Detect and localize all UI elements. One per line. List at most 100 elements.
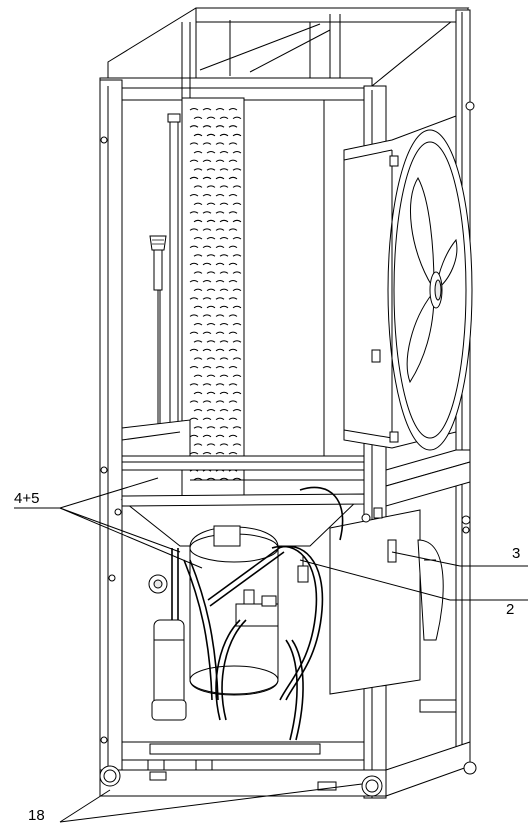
fin-slot [193,357,203,360]
callout-2: 2 [506,601,514,618]
fin-slot [215,297,225,300]
fin-slot [193,477,203,481]
fin-slot [232,477,242,481]
fin-slot [189,280,199,283]
fin-slot [206,357,216,360]
fin-slot [215,125,225,128]
fin-slot [206,168,216,171]
fin-slot [219,323,229,326]
fin-slot [232,219,242,223]
compressor-deck [120,461,471,547]
fin-slot [202,211,212,214]
fin-slot [189,262,199,266]
fin-slot [189,228,199,231]
callout-leaders [14,477,528,823]
fin-slot [219,305,229,309]
fin-slot [232,340,242,343]
fin-slot [206,116,216,120]
fin-slot [202,400,212,403]
foot-right [361,775,383,797]
fin-slot [219,477,229,481]
fin-slot [219,288,229,292]
fin-slot [206,374,216,378]
fin-slot [193,391,203,395]
fin-slot [228,297,238,300]
fin-slot [193,237,203,240]
fin-slot [232,357,242,360]
fin-slot [206,271,216,274]
fin-slot [219,443,229,446]
top-frame [99,7,470,101]
fin-slot [215,159,225,163]
fin-slot [202,417,212,421]
fin-slot [193,323,203,326]
fin-slot [193,202,203,206]
fin-slot [232,151,242,154]
fin-slot [202,452,212,455]
fin-slot [193,443,203,446]
fin-slot [215,280,225,283]
fin-slot [219,237,229,240]
middle-frame [121,419,471,487]
fin-slot [215,452,225,455]
fin-slot [189,452,199,455]
front-left-post [99,79,123,797]
electrical-box [329,509,421,695]
fin-slot [232,133,242,137]
fin-slot [219,254,229,257]
callout-18: 18 [28,807,45,824]
fin-slot [206,133,216,137]
fin-slot [219,374,229,378]
fin-slot [232,237,242,240]
fin-slot [202,434,212,438]
fin-slot [232,323,242,326]
fin-slot [193,168,203,171]
fin-slot [202,245,212,249]
fin-slot [215,228,225,231]
fin-slot [193,116,203,120]
fin-slot [206,185,216,188]
fin-slot [202,176,212,180]
fin-slot [228,211,238,214]
frame-fixings [100,101,475,744]
fin-slot [189,125,199,128]
foot-left [99,765,121,787]
fin-slot [202,108,212,111]
fin-slot [189,383,199,386]
fin-slot [189,194,199,197]
fin-slot [228,314,238,317]
fin-slot [206,391,216,395]
fin-slot [202,331,212,335]
fin-slot [189,366,199,369]
fin-slot [215,108,225,111]
fin-slot [215,331,225,335]
fin-slot [219,340,229,343]
fin-slot [202,348,212,352]
fan-assembly [343,115,473,451]
fin-slot [215,262,225,266]
fin-slot [189,348,199,352]
fin-slot [228,159,238,163]
fin-slot [202,142,212,145]
receiver-tank [417,539,444,641]
fin-slot [219,357,229,360]
fin-slot [232,443,242,446]
fin-slot [228,262,238,266]
fin-slot [189,314,199,317]
fin-slot [215,400,225,403]
fin-slot [219,168,229,171]
fin-slot [215,383,225,386]
evaporator-coil [181,97,325,499]
fin-slot [232,409,242,412]
fin-slot [232,288,242,292]
fin-slot [189,176,199,180]
fin-slot [189,297,199,300]
fin-slot [202,314,212,317]
fin-slot [193,185,203,188]
fin-slot [193,409,203,412]
fin-slot [219,133,229,137]
fin-slot [206,443,216,446]
fin-slot [193,254,203,257]
fin-slot [206,340,216,343]
fin-slot [215,194,225,197]
